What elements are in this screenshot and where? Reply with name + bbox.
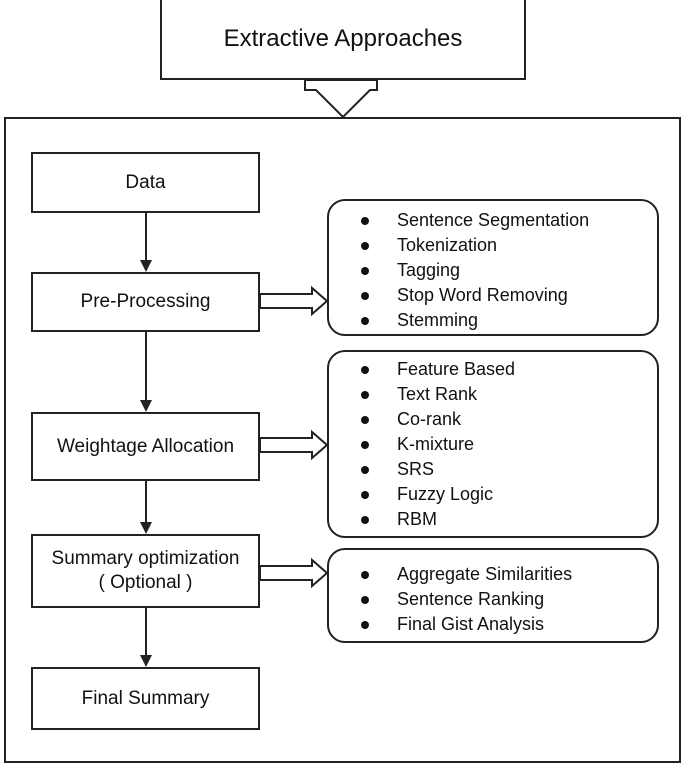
- flow-arrow-preprocessing-to-weightage: [140, 330, 152, 412]
- bullet-icon: [361, 441, 369, 449]
- step-final-summary: Final Summary: [31, 667, 260, 730]
- list-item: Final Gist Analysis: [329, 612, 657, 637]
- list-item: Fuzzy Logic: [329, 482, 657, 507]
- bullet-icon: [361, 317, 369, 325]
- weightage-list-box: Feature Based Text Rank Co-rank K-mixtur…: [327, 350, 659, 538]
- right-arrow-preprocessing: [259, 285, 329, 317]
- preprocessing-list-box: Sentence Segmentation Tokenization Taggi…: [327, 199, 659, 336]
- bullet-icon: [361, 516, 369, 524]
- diagram-title: Extractive Approaches: [223, 25, 463, 52]
- bullet-icon: [361, 292, 369, 300]
- step-preprocessing: Pre-Processing: [31, 272, 260, 332]
- bullet-icon: [361, 491, 369, 499]
- bullet-icon: [361, 267, 369, 275]
- step-summary-optimization: Summary optimization ( Optional ): [31, 534, 260, 608]
- weightage-list: Feature Based Text Rank Co-rank K-mixtur…: [329, 357, 657, 532]
- preprocessing-list: Sentence Segmentation Tokenization Taggi…: [329, 208, 657, 333]
- list-item: K-mixture: [329, 432, 657, 457]
- flow-arrow-optimization-to-final: [140, 607, 152, 667]
- list-item: Sentence Ranking: [329, 587, 657, 612]
- optimization-list: Aggregate Similarities Sentence Ranking …: [329, 562, 657, 637]
- right-arrow-weightage: [259, 429, 329, 461]
- step-data: Data: [31, 152, 260, 213]
- optimization-list-box: Aggregate Similarities Sentence Ranking …: [327, 548, 659, 643]
- bullet-icon: [361, 596, 369, 604]
- step-weightage-label: Weightage Allocation: [56, 435, 235, 457]
- list-item: SRS: [329, 457, 657, 482]
- list-item: Feature Based: [329, 357, 657, 382]
- list-item: Tagging: [329, 258, 657, 283]
- list-item: Stop Word Removing: [329, 283, 657, 308]
- list-item: Aggregate Similarities: [329, 562, 657, 587]
- step-final-label: Final Summary: [81, 687, 210, 709]
- right-arrow-optimization: [259, 557, 329, 589]
- bullet-icon: [361, 391, 369, 399]
- bullet-icon: [361, 466, 369, 474]
- bullet-icon: [361, 217, 369, 225]
- step-preprocessing-label: Pre-Processing: [80, 291, 211, 312]
- list-item: Sentence Segmentation: [329, 208, 657, 233]
- outer-frame: [4, 117, 681, 763]
- bullet-icon: [361, 416, 369, 424]
- list-item: Text Rank: [329, 382, 657, 407]
- step-weightage-allocation: Weightage Allocation: [31, 412, 260, 481]
- list-item: Tokenization: [329, 233, 657, 258]
- bullet-icon: [361, 242, 369, 250]
- flow-arrow-data-to-preprocessing: [140, 212, 152, 272]
- list-item: Co-rank: [329, 407, 657, 432]
- list-item: Stemming: [329, 308, 657, 333]
- flow-arrow-weightage-to-optimization: [140, 480, 152, 534]
- bullet-icon: [361, 366, 369, 374]
- bullet-icon: [361, 571, 369, 579]
- step-optimization-label-line1: Summary optimization: [51, 548, 240, 569]
- bullet-icon: [361, 621, 369, 629]
- title-box: Extractive Approaches: [160, 0, 526, 80]
- title-down-arrow: [304, 79, 378, 119]
- step-optimization-label-line2: ( Optional ): [98, 572, 193, 593]
- list-item: RBM: [329, 507, 657, 532]
- step-data-label: Data: [125, 171, 166, 193]
